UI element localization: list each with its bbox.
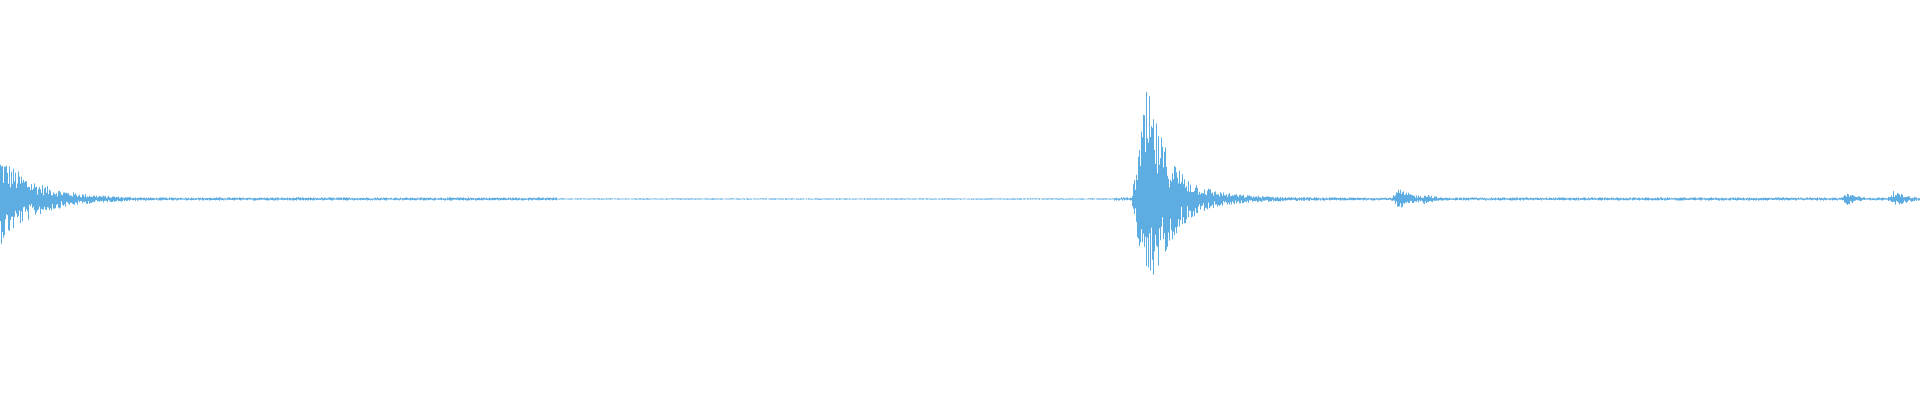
waveform-amplitude-lines: [0, 92, 1920, 275]
